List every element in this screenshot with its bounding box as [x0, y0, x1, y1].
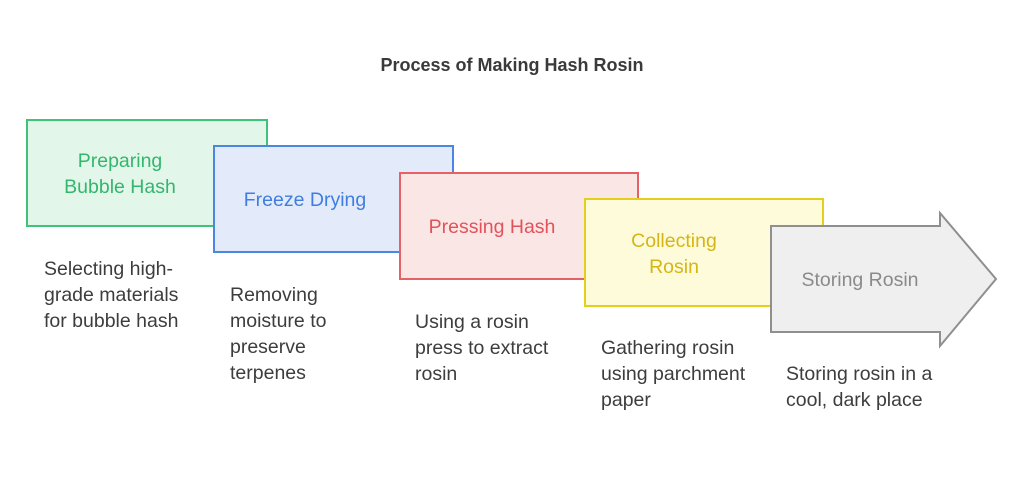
- step-shape-storing-rosin: [770, 210, 998, 349]
- step-label-storing-rosin: Storing Rosin: [801, 269, 919, 291]
- step-description-freeze-drying: Removing moisture to preserve terpenes: [230, 284, 327, 384]
- step-description-collecting-rosin: Gathering rosin using parchment paper: [601, 337, 746, 411]
- diagram-title: Process of Making Hash Rosin: [380, 55, 644, 75]
- step-description-storing-rosin: Storing rosin in a cool, dark place: [786, 363, 933, 411]
- step-description-pressing-hash: Using a rosin press to extract rosin: [415, 311, 549, 385]
- step-label-freeze-drying: Freeze Drying: [243, 189, 367, 211]
- step-label-pressing-hash: Pressing Hash: [428, 216, 556, 238]
- step-description-preparing-bubble-hash: Selecting high-grade materials for bubbl…: [44, 258, 179, 332]
- step-label-preparing-bubble-hash: Preparing Bubble Hash: [64, 150, 176, 198]
- step-label-collecting-rosin: Collecting Rosin: [631, 230, 717, 278]
